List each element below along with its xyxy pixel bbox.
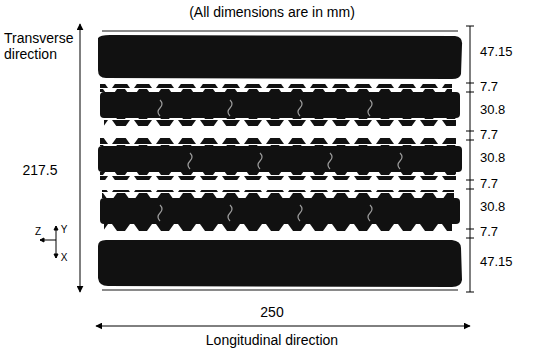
dimension: 30.8 bbox=[480, 200, 505, 215]
axis-label: Transverse direction bbox=[4, 30, 76, 62]
dimension: 47.15 bbox=[480, 255, 513, 270]
dimension: 7.7 bbox=[480, 225, 498, 240]
axis-name: Y bbox=[61, 224, 68, 236]
dimension: 30.8 bbox=[480, 151, 505, 166]
title: (All dimensions are in mm) bbox=[189, 4, 355, 20]
dimension: 47.15 bbox=[480, 45, 513, 60]
axis-name: X bbox=[61, 252, 68, 264]
dimension: 7.7 bbox=[480, 80, 498, 95]
dimension: 7.7 bbox=[480, 128, 498, 143]
axis-label: Longitudinal direction bbox=[206, 332, 338, 348]
axis-name: Z bbox=[35, 226, 41, 238]
dimension: 217.5 bbox=[22, 162, 57, 178]
dimension: 7.7 bbox=[480, 177, 498, 192]
dimension: 30.8 bbox=[480, 103, 505, 118]
dimension: 250 bbox=[260, 304, 283, 320]
